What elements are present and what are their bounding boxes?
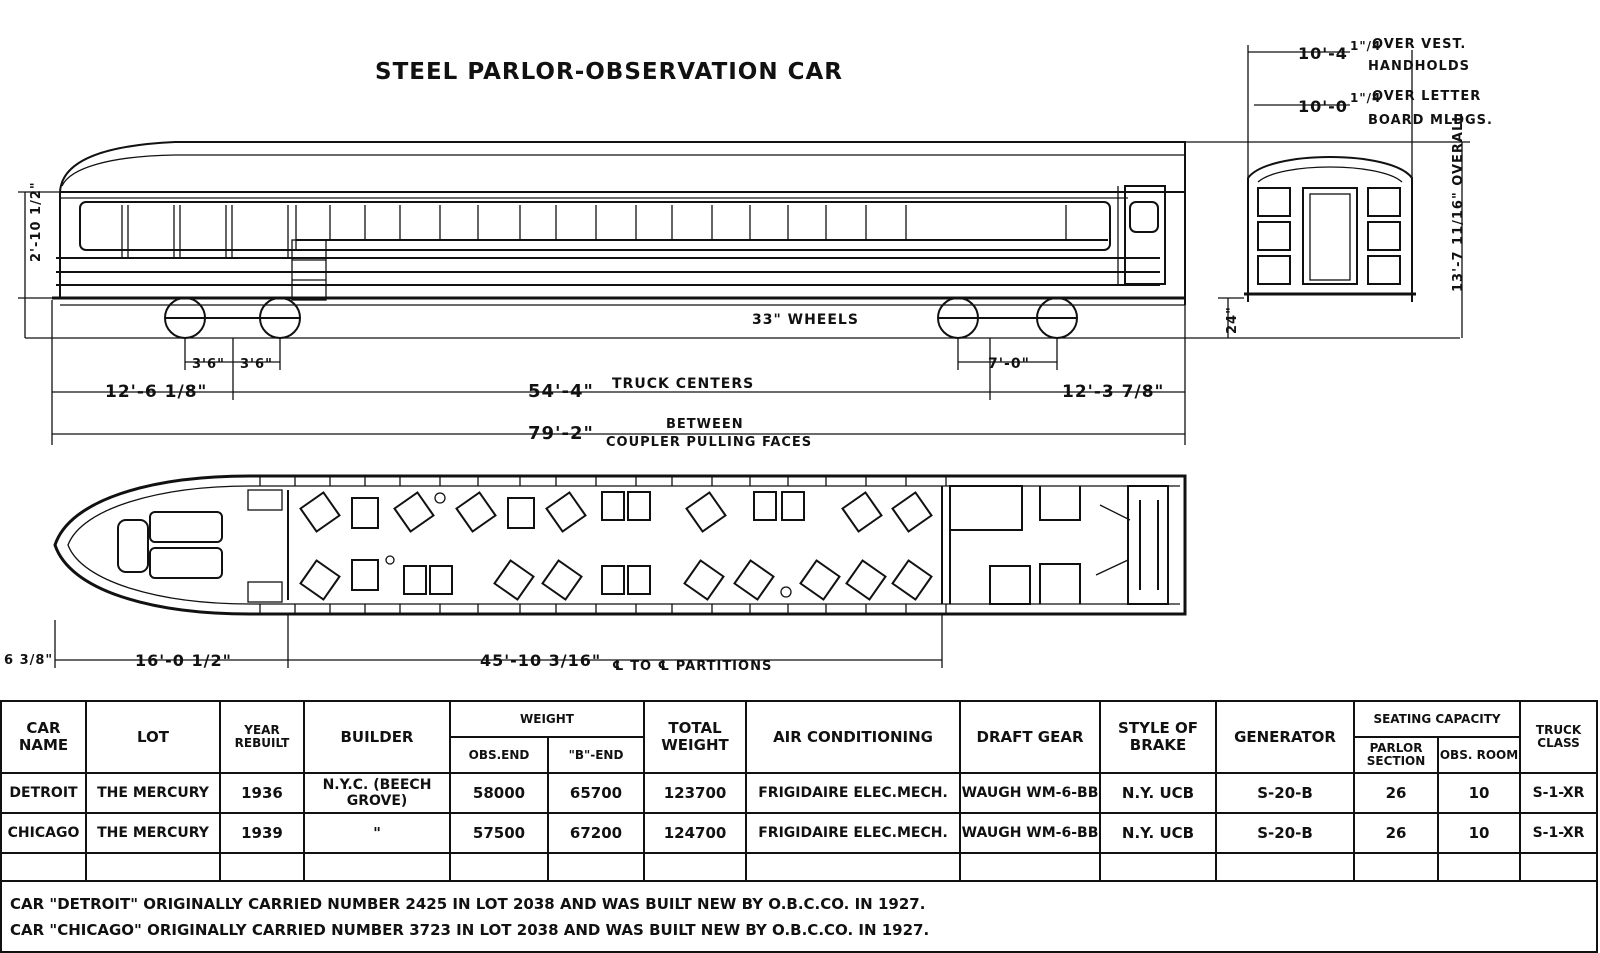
hdr-obs-room: OBS. ROOM [1437, 736, 1522, 774]
cell-lot: THE MERCURY [85, 812, 221, 854]
cell-truck: S-1-XR [1519, 772, 1599, 814]
letter-width-value: 10'-0 [1298, 97, 1348, 116]
hdr-b-end: "B"-END [546, 736, 646, 774]
letter-width-label-2: BOARD MLDGS. [1368, 113, 1493, 128]
hdr-seating: SEATING CAPACITY [1353, 700, 1522, 738]
partitions-value: 45'-10 3/16" [480, 651, 601, 670]
note-detroit: CAR "DETROIT" ORIGINALLY CARRIED NUMBER … [10, 894, 926, 913]
wheelbase-b: 3'6" [240, 357, 273, 372]
cell-brake: N.Y. UCB [1099, 772, 1218, 814]
dimension-lines [18, 45, 1470, 668]
hdr-lot: LOT [85, 700, 221, 774]
table-row: CHICAGO THE MERCURY 1939 " 57500 67200 1… [0, 812, 1599, 854]
vest-width-label-2: HANDHOLDS [1368, 59, 1470, 74]
cell-truck: S-1-XR [1519, 812, 1599, 854]
cell-total: 124700 [643, 812, 748, 854]
coupler-label-2: COUPLER PULLING FACES [606, 435, 812, 450]
cell-year: 1936 [219, 772, 305, 814]
cell-builder: N.Y.C. (BEECH GROVE) [303, 772, 451, 814]
notes-cell: CAR "DETROIT" ORIGINALLY CARRIED NUMBER … [0, 880, 1599, 953]
note-chicago: CAR "CHICAGO" ORIGINALLY CARRIED NUMBER … [10, 920, 930, 939]
table-spacer-row [0, 852, 1599, 882]
cell-air: FRIGIDAIRE ELEC.MECH. [745, 772, 962, 814]
cell-total: 123700 [643, 772, 748, 814]
cell-car-name: CHICAGO [0, 812, 87, 854]
dimension-labels: 10'-4 1"/4 OVER VEST. HANDHOLDS 10'-0 1"… [4, 37, 1493, 674]
cell-draft: WAUGH WM-6-BB [959, 812, 1102, 854]
hdr-draft: DRAFT GEAR [959, 700, 1102, 774]
window-height: 2'-10 1/2" [29, 181, 44, 262]
cell-year: 1939 [219, 812, 305, 854]
cell-draft: WAUGH WM-6-BB [959, 772, 1102, 814]
hdr-truck: TRUCK CLASS [1519, 700, 1599, 774]
cell-air: FRIGIDAIRE ELEC.MECH. [745, 812, 962, 854]
cell-car-name: DETROIT [0, 772, 87, 814]
hdr-builder: BUILDER [303, 700, 451, 774]
cell-lot: THE MERCURY [85, 772, 221, 814]
spec-table: CAR NAME LOT YEAR REBUILT BUILDER WEIGHT… [0, 700, 1599, 953]
cell-b-end: 65700 [546, 772, 646, 814]
truck-centers-value: 54'-4" [528, 381, 594, 402]
vest-width-fraction: 1"/4 [1350, 39, 1381, 53]
wheels-label: 33" WHEELS [752, 312, 859, 328]
hdr-obs-end: OBS.END [449, 736, 549, 774]
obs-room-length: 16'-0 1/2" [135, 651, 232, 670]
hdr-brake: STYLE OF BRAKE [1099, 700, 1218, 774]
notes-row: CAR "DETROIT" ORIGINALLY CARRIED NUMBER … [0, 880, 1599, 953]
b-end-overhang: 12'-3 7/8" [1062, 382, 1164, 402]
cell-parlor: 26 [1353, 772, 1440, 814]
vest-width-label-1: OVER VEST. [1372, 37, 1466, 52]
hdr-car-name: CAR NAME [0, 700, 87, 774]
hdr-year: YEAR REBUILT [219, 700, 305, 774]
hdr-weight: WEIGHT [448, 700, 646, 738]
wheelbase-a: 3'6" [192, 357, 225, 372]
side-elevation [25, 141, 1460, 339]
cell-generator: S-20-B [1215, 812, 1356, 854]
overall-height: 13'-7 11/16" OVERALL [1451, 112, 1466, 292]
hdr-parlor: PARLOR SECTION [1353, 736, 1440, 774]
cell-brake: N.Y. UCB [1099, 812, 1218, 854]
cell-obs: 10 [1437, 812, 1522, 854]
coupler-label-1: BETWEEN [666, 417, 744, 432]
hdr-air: AIR CONDITIONING [745, 700, 962, 774]
coupler-value: 79'-2" [528, 423, 594, 444]
diagram-title: STEEL PARLOR-OBSERVATION CAR [375, 59, 843, 85]
floor-height: 24" [1225, 306, 1240, 334]
cell-obs: 10 [1437, 772, 1522, 814]
tip-offset: 6 3/8" [4, 653, 53, 668]
wheelbase-b-end: 7'-0" [988, 356, 1030, 372]
cell-obs-end: 57500 [449, 812, 549, 854]
hdr-generator: GENERATOR [1215, 700, 1356, 774]
vest-width-value: 10'-4 [1298, 44, 1348, 63]
letter-width-label-1: OVER LETTER [1372, 89, 1481, 104]
hdr-total-weight: TOTAL WEIGHT [643, 700, 748, 774]
partitions-label: ℄ TO ℄ PARTITIONS [612, 659, 772, 674]
plan-view [53, 474, 1187, 616]
cell-parlor: 26 [1353, 812, 1440, 854]
end-elevation [1244, 156, 1416, 302]
letter-width-fraction: 1"/4 [1350, 91, 1381, 105]
truck-centers-label: TRUCK CENTERS [612, 376, 754, 392]
cell-generator: S-20-B [1215, 772, 1356, 814]
cell-builder: " [303, 812, 451, 854]
cell-b-end: 67200 [546, 812, 646, 854]
obs-overhang: 12'-6 1/8" [105, 382, 207, 402]
table-row: DETROIT THE MERCURY 1936 N.Y.C. (BEECH G… [0, 772, 1599, 814]
cell-obs-end: 58000 [449, 772, 549, 814]
